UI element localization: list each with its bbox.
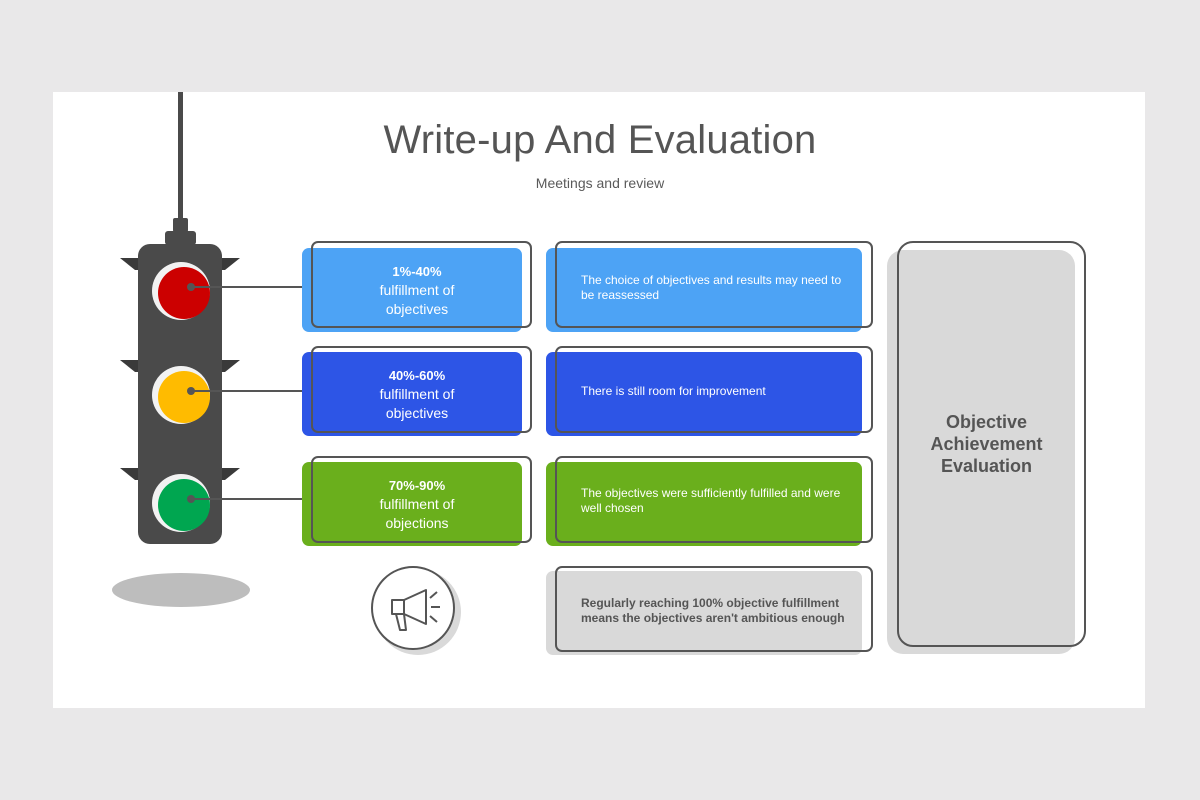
description-card-mid-outline [555, 346, 873, 433]
range-label: 40%-60% [388, 367, 446, 383]
description-card-low [546, 248, 862, 332]
range-card-mid [302, 352, 522, 436]
evaluation-label: Objective Achievement Evaluation [897, 241, 1076, 647]
range-description-line2: objections [385, 514, 449, 531]
yellow-light [158, 371, 210, 423]
note-card [546, 571, 862, 655]
range-description-line1: fulfillment of [379, 281, 455, 298]
evaluation-line3: Evaluation [940, 456, 1033, 476]
description-card-mid [546, 352, 862, 436]
range-card-high-outline [311, 456, 532, 543]
evaluation-line2: Achievement [930, 434, 1043, 454]
red-light [158, 267, 210, 319]
range-card-mid-outline [311, 346, 532, 433]
description-card-low-outline [555, 241, 873, 328]
range-label: 70%-90% [388, 477, 446, 493]
range-description-line1: fulfillment of [379, 495, 455, 512]
description-text-high: The objectives were sufficiently fulfill… [581, 486, 841, 515]
range-card-mid-text: 40%-60% fulfillment of objectives [302, 352, 532, 436]
range-card-low [302, 248, 522, 332]
description-text-low: The choice of objectives and results may… [581, 273, 842, 302]
note-card-outline [555, 566, 873, 652]
description-card-high-outline [555, 456, 873, 543]
range-description-line2: objectives [385, 300, 449, 317]
description-text-mid: There is still room for improvement [581, 383, 766, 398]
evaluation-card [887, 250, 1075, 654]
green-light [158, 479, 210, 531]
description-card-high [546, 462, 862, 546]
note-text: Regularly reaching 100% objective fulfil… [581, 596, 845, 625]
range-label: 1%-40% [392, 263, 442, 279]
range-card-high [302, 462, 522, 546]
range-card-low-outline [311, 241, 532, 328]
range-description-line1: fulfillment of [379, 385, 455, 402]
range-card-high-text: 70%-90% fulfillment of objections [302, 462, 532, 546]
page-title: Write-up And Evaluation [383, 118, 817, 162]
range-description-line2: objectives [385, 404, 449, 421]
evaluation-line1: Objective [945, 412, 1028, 432]
range-card-low-text: 1%-40% fulfillment of objectives [302, 248, 532, 332]
evaluation-card-outline [897, 241, 1086, 647]
page-subtitle: Meetings and review [535, 175, 665, 191]
